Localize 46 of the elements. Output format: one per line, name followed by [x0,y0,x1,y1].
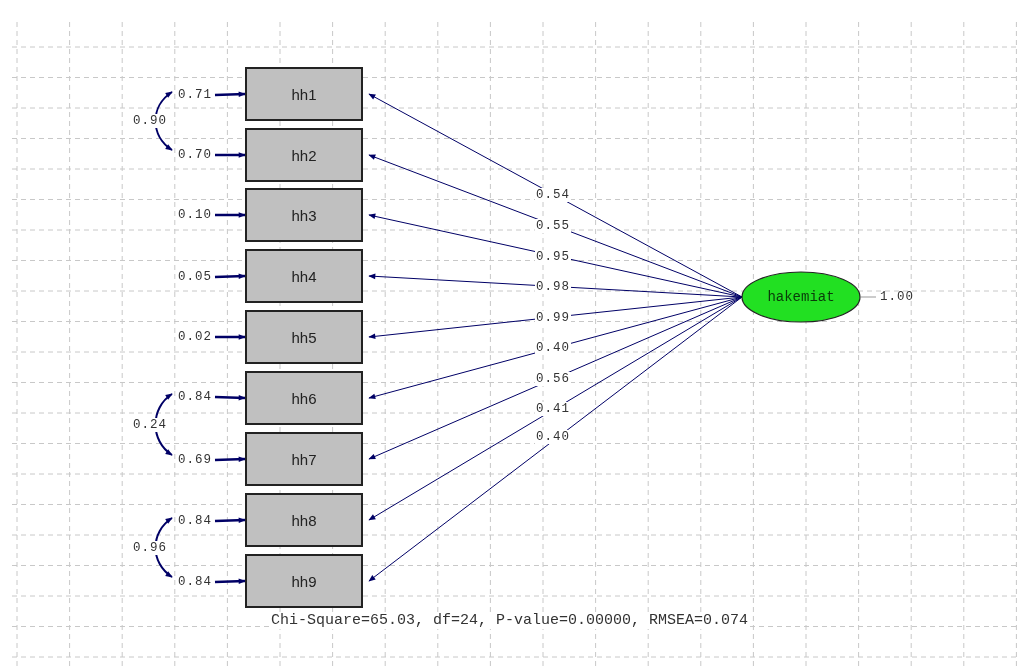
edge-label: 0.24 [132,417,168,432]
variance-value: 0.84 [170,514,212,528]
observed-variable-box: hh3 [245,188,363,242]
arrow [368,93,743,298]
observed-variable-box: hh8 [245,493,363,547]
edge-label: 0.56 [535,372,571,386]
observed-variable-box: hh7 [245,432,363,486]
arrow [214,273,246,279]
arrow [214,395,246,401]
variance-value: 0.02 [170,330,212,344]
edge-label: 0.90 [132,114,168,128]
variance-value: 1.00 [880,290,920,304]
arrow [214,456,246,462]
arrow [368,296,743,400]
edge-label: 0.98 [535,280,571,294]
fit-statistics-caption: Chi-Square=65.03, df=24, P-value=0.00000, RMSEA=0.074 [270,612,749,629]
edge-label: 0.40 [535,430,571,444]
variance-value: 0.10 [170,208,212,222]
arrow [215,152,246,158]
arrow [214,517,246,523]
latent-variable-ellipse: hakemiat [741,271,861,323]
edge-label: 0.40 [535,341,571,355]
connector-line [860,296,877,298]
variance-value: 0.84 [170,390,212,404]
arrow [214,578,246,584]
edge-label: 0.41 [535,402,571,416]
variance-value: 0.05 [170,270,212,284]
arrow [215,212,246,218]
observed-variable-box: hh4 [245,249,363,303]
variance-value: 0.69 [170,453,212,467]
edge-label: 0.99 [535,311,571,325]
observed-variable-box: hh1 [245,67,363,121]
edge-label: 0.55 [535,219,571,233]
arrow [368,296,743,582]
observed-variable-box: hh2 [245,128,363,182]
observed-variable-box: hh5 [245,310,363,364]
edge-label: 0.54 [535,188,571,202]
variance-value: 0.71 [170,88,212,102]
arrow [215,334,246,340]
observed-variable-box: hh9 [245,554,363,608]
observed-variable-box: hh6 [245,371,363,425]
edge-label: 0.96 [132,540,168,555]
edge-label: 0.95 [535,250,571,264]
variance-value: 0.70 [170,148,212,162]
variance-value: 0.84 [170,575,212,589]
arrow [214,91,246,97]
